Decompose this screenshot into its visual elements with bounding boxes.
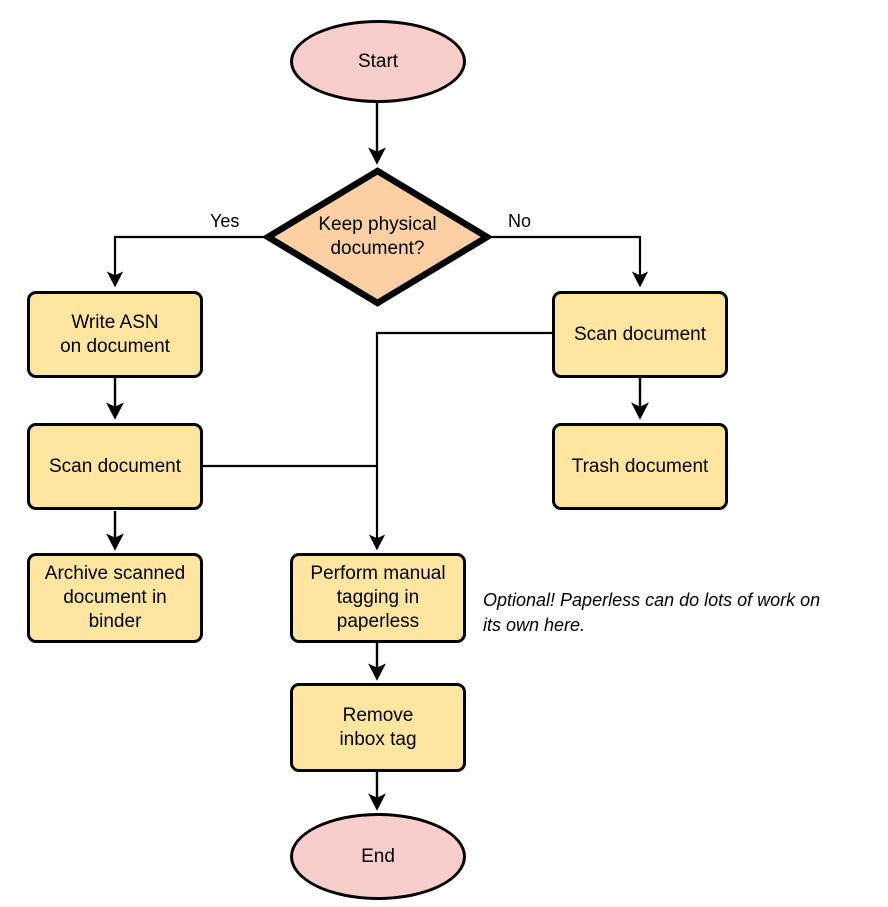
annotation-optional-note: Optional! Paperless can do lots of work …: [483, 588, 883, 638]
node-scan-document-left[interactable]: Scan document: [27, 423, 203, 510]
node-remove-inbox-tag[interactable]: Remove inbox tag: [290, 683, 466, 772]
decision-label-line1: Keep physical: [318, 214, 437, 235]
node-end-label: End: [361, 845, 395, 867]
node-trash-document[interactable]: Trash document: [552, 423, 728, 510]
node-scan-document-right-label: Scan document: [573, 323, 707, 345]
node-manual-tagging-label: Perform manual tagging in paperless: [310, 562, 445, 634]
node-write-asn[interactable]: Write ASN on document: [27, 291, 203, 378]
edge-decision-no-to-scan-right: [490, 235, 649, 288]
node-perform-manual-tagging[interactable]: Perform manual tagging in paperless: [290, 553, 466, 643]
node-write-asn-label: Write ASN on document: [60, 311, 170, 359]
decision-label-line2: document?: [330, 238, 425, 259]
node-start[interactable]: Start: [290, 20, 466, 103]
node-keep-physical-document[interactable]: Keep physical document?: [264, 167, 491, 307]
node-trash-document-label: Trash document: [571, 455, 709, 477]
manual-tagging-line1: Perform manual: [310, 563, 446, 584]
node-keep-physical-document-label: Keep physical document?: [306, 213, 448, 261]
node-scan-document-right[interactable]: Scan document: [552, 291, 728, 378]
node-archive-label: Archive scanned document in binder: [45, 562, 185, 634]
archive-line2: document in: [63, 587, 167, 608]
node-scan-document-left-label: Scan document: [48, 455, 182, 477]
manual-tagging-line2: tagging in: [336, 587, 420, 608]
annotation-line2: its own here.: [483, 615, 586, 635]
node-remove-inbox-label: Remove inbox tag: [339, 704, 416, 752]
edge-label-no: No: [508, 211, 532, 231]
node-archive-scanned-document[interactable]: Archive scanned document in binder: [27, 553, 203, 643]
remove-inbox-line1: Remove: [342, 704, 414, 726]
annotation-line1: Optional! Paperless can do lots of work …: [483, 590, 821, 610]
write-asn-line1: Write ASN: [71, 311, 159, 333]
diamond-shape: [264, 167, 491, 307]
edge-decision-yes-to-write-asn: [106, 235, 265, 288]
node-end[interactable]: End: [290, 813, 466, 900]
remove-inbox-line2: inbox tag: [339, 728, 417, 750]
manual-tagging-line3: paperless: [336, 611, 420, 632]
archive-line1: Archive scanned: [44, 563, 186, 584]
node-start-label: Start: [357, 50, 399, 72]
archive-line3: binder: [88, 611, 142, 632]
edge-scan-right-to-manual-tagging: [368, 331, 552, 551]
write-asn-line2: on document: [60, 335, 170, 357]
edge-label-yes: Yes: [210, 211, 240, 231]
